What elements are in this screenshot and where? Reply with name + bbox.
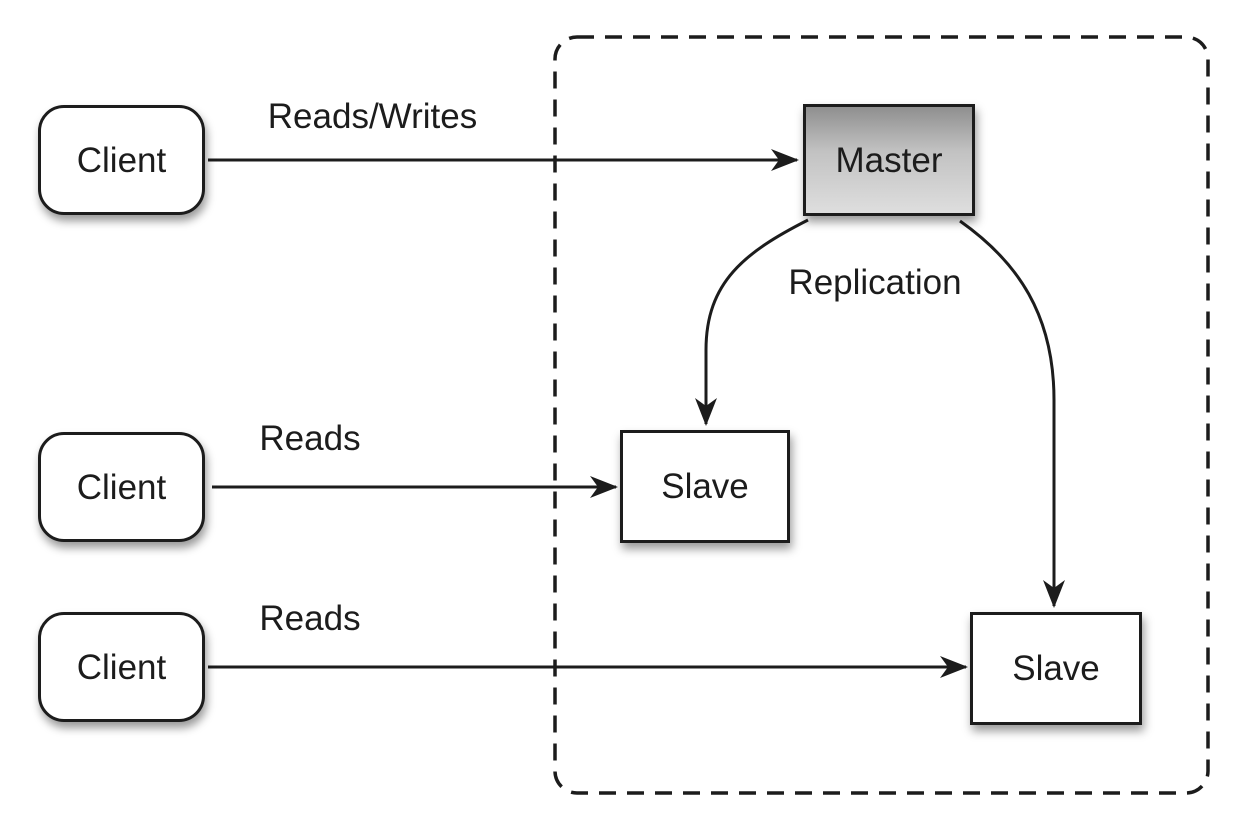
master-node: Master xyxy=(803,104,975,216)
client-node-middle-label: Client xyxy=(76,467,167,507)
replication-arrow-right xyxy=(959,219,1065,608)
slave-node-left-label: Slave xyxy=(661,467,749,506)
master-node-label: Master xyxy=(835,140,943,180)
slave-node-right-label: Slave xyxy=(1012,649,1100,688)
slave-node-left: Slave xyxy=(620,430,790,543)
client-node-top-label: Client xyxy=(76,140,167,180)
reads-label-middle: Reads xyxy=(259,419,361,458)
replication-arrow-left xyxy=(695,218,809,426)
reads-label-bottom: Reads xyxy=(259,599,361,638)
replication-label: Replication xyxy=(788,263,962,302)
slave-node-right: Slave xyxy=(970,612,1142,725)
reads-writes-label: Reads/Writes xyxy=(267,97,478,136)
client-node-bottom-label: Client xyxy=(76,647,167,687)
client-node-top: Client xyxy=(38,105,205,215)
client-node-bottom: Client xyxy=(38,612,205,722)
cluster-boundary xyxy=(553,35,1210,795)
client-node-middle: Client xyxy=(38,432,205,542)
